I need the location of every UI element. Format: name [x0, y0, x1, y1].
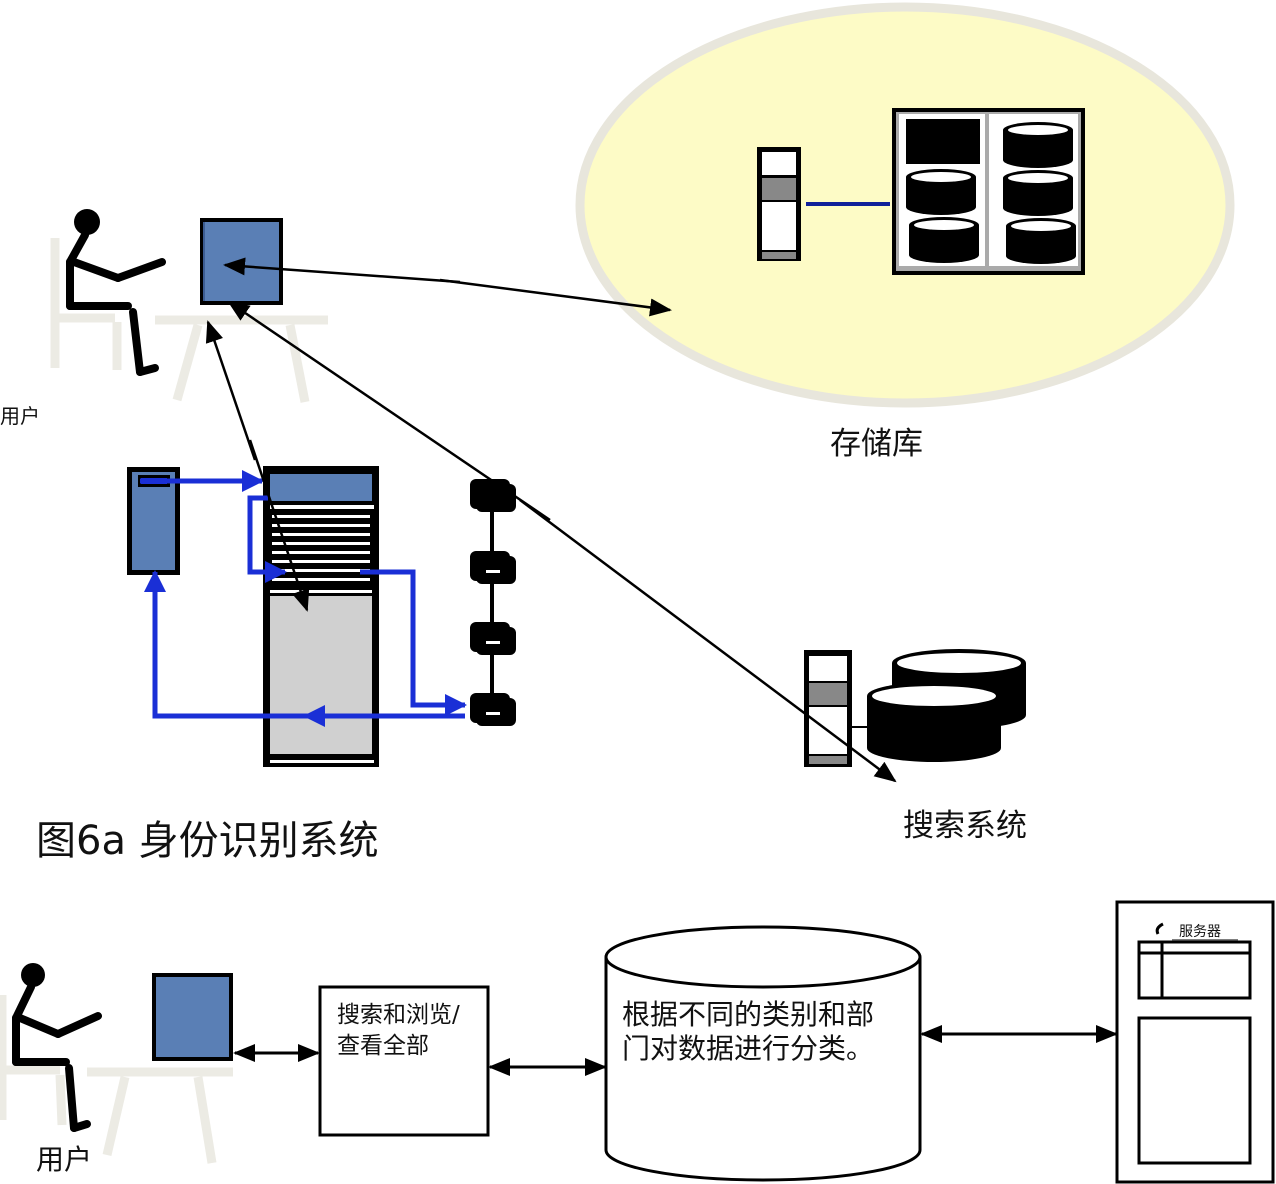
arrow-monitor-search [227, 300, 551, 522]
disk-icon [1003, 122, 1073, 168]
browse-box-line-2: 查看全部 [337, 1033, 429, 1059]
user-workstation-bottom [0, 963, 233, 1164]
user-label-top: 用户 [0, 404, 40, 428]
repository-server-icon [757, 147, 801, 261]
monitor-icon [152, 973, 233, 1061]
database-text-line-1: 根据不同的类别和部 [622, 998, 875, 1031]
search-system-label: 搜索系统 [903, 808, 1027, 844]
disk-icon [470, 693, 516, 726]
tower-server-icon [263, 466, 379, 767]
disk-icon [1006, 218, 1076, 264]
disk-chain-icon [470, 479, 516, 726]
blue-flow-arrows [140, 470, 467, 727]
search-system-group [804, 649, 1026, 767]
figure-caption: 图6a 身份识别系统 [36, 818, 379, 864]
database-text: 根据不同的类别和部 门对数据进行分类。 [622, 998, 874, 1066]
person-icon [12, 963, 102, 1132]
furniture-icon [50, 238, 328, 403]
terminal-icon [127, 467, 180, 575]
furniture-icon [0, 995, 233, 1164]
disk-icon [470, 551, 516, 584]
disk-icon [470, 479, 516, 512]
database-cylinder [604, 925, 922, 1182]
monitor-icon [200, 218, 283, 305]
search-server-icon [804, 650, 852, 767]
storage-array-icon [892, 108, 1085, 275]
bottom-arrows [233, 1025, 1118, 1076]
browse-box-text: 搜索和浏览/ 查看全部 [337, 1000, 487, 1062]
flow-tower-to-disks [360, 569, 467, 716]
user-workstation-top [50, 209, 328, 403]
disk-icon [470, 622, 516, 655]
database-text-line-2: 门对数据进行分类。 [622, 1032, 875, 1065]
repository-group [575, 2, 1235, 408]
flow-tower-loop [247, 495, 287, 583]
user-label-bottom: 用户 [36, 1143, 93, 1176]
browse-box-line-1: 搜索和浏览/ [337, 1002, 460, 1028]
disk-icon [1003, 170, 1073, 216]
disk-icon [909, 217, 979, 263]
server-cursor-icon [1155, 922, 1164, 935]
database-icon [867, 682, 1001, 762]
server-icon [1115, 900, 1275, 1184]
person-icon [66, 209, 166, 376]
browse-box [318, 985, 490, 1137]
identity-system [127, 466, 516, 767]
arrow-monitor-tower [205, 320, 257, 461]
server-label: 服务器 [1179, 924, 1221, 940]
arrow-monitor-repository [223, 257, 461, 284]
connection-arrows [205, 257, 897, 783]
repository-label: 存储库 [830, 426, 923, 462]
disk-icon [906, 169, 976, 215]
